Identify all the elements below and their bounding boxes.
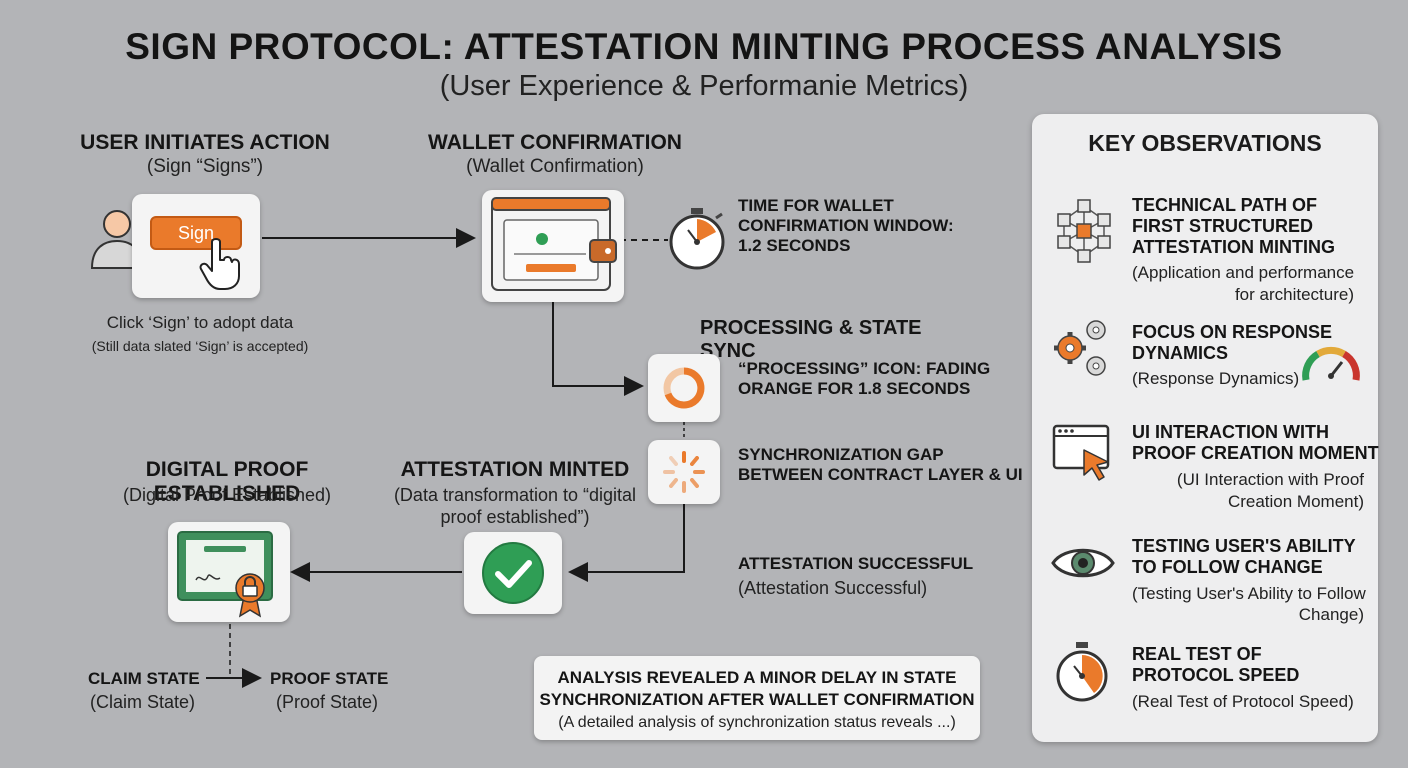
processing-note-line1: “PROCESSING” ICON: FADING — [738, 359, 991, 378]
user-action-caption: Click ‘Sign’ to adopt data — [106, 313, 294, 332]
arrow-sync-to-minted — [568, 504, 685, 582]
obs2-h1: FOCUS ON RESPONSE — [1132, 322, 1333, 342]
obs1-h3: ATTESTATION MINTING — [1132, 237, 1335, 257]
timer-note-line2: CONFIRMATION WINDOW: — [738, 216, 954, 235]
sync-gap-line2: BETWEEN CONTRACT LAYER & UI — [738, 465, 1023, 484]
obs4-s1: (Testing User's Ability to Follow — [1132, 584, 1366, 603]
note-line2: SYNCHRONIZATION AFTER WALLET CONFIRMATIO… — [539, 690, 975, 709]
arrow-wallet-to-processing — [552, 302, 644, 396]
note-line3: (A detailed analysis of synchronization … — [558, 714, 956, 731]
obs1-s2: for architecture) — [1234, 285, 1354, 304]
claim-state-heading: CLAIM STATE — [88, 669, 200, 688]
note-line1: ANALYSIS REVEALED A MINOR DELAY IN STATE — [557, 668, 957, 687]
sync-card — [648, 440, 720, 504]
obs2-h2: DYNAMICS — [1132, 343, 1229, 363]
obs3-s2: Creation Moment) — [1227, 492, 1364, 511]
processing-ring-icon — [663, 367, 705, 409]
obs2-s1: (Response Dynamics) — [1132, 369, 1300, 388]
minted-sub-line2: proof established”) — [440, 507, 590, 527]
obs3-h2: PROOF CREATION MOMENT — [1132, 443, 1379, 463]
minted-heading: ATTESTATION MINTED — [400, 458, 630, 481]
obs5-h2: PROTOCOL SPEED — [1132, 665, 1300, 685]
stopwatch-icon — [1056, 642, 1108, 702]
processing-card — [648, 354, 720, 422]
obs4-h2: TO FOLLOW CHANGE — [1132, 557, 1323, 577]
obs3-s1: (UI Interaction with Proof — [1176, 470, 1364, 489]
observations-title: KEY OBSERVATIONS — [1088, 130, 1322, 156]
wallet-sub: (Wallet Confirmation) — [466, 156, 644, 177]
obs1-h1: TECHNICAL PATH OF — [1132, 195, 1317, 215]
loading-spinner-icon — [663, 451, 705, 493]
network-cubes-icon — [1057, 199, 1111, 263]
sign-button[interactable]: Sign — [150, 216, 242, 250]
proof-heading: DIGITAL PROOF ESTABLISHED — [145, 458, 309, 505]
success-sub: (Attestation Successful) — [738, 578, 928, 598]
obs4-s2: Change) — [1298, 605, 1364, 624]
timer-note-line3: 1.2 SECONDS — [738, 236, 851, 255]
wallet-heading: WALLET CONFIRMATION — [428, 131, 682, 154]
proof-state-heading: PROOF STATE — [270, 669, 389, 688]
hand-pointer-icon — [199, 238, 240, 290]
page-title: SIGN PROTOCOL: ATTESTATION MINTING PROCE… — [125, 26, 1283, 67]
proof-sub: (Digital Proof Established) — [122, 485, 332, 505]
user-action-heading: USER INITIATES ACTION — [80, 131, 330, 154]
page-subtitle: (User Experience & Performanie Metrics) — [439, 70, 969, 102]
eye-icon — [1051, 548, 1115, 578]
obs1-h2: FIRST STRUCTURED — [1132, 216, 1313, 236]
checkmark-circle-icon — [482, 542, 544, 604]
browser-cursor-icon — [1052, 424, 1110, 481]
success-heading: ATTESTATION SUCCESSFUL — [738, 554, 974, 573]
processing-note-line2: ORANGE FOR 1.8 SECONDS — [738, 379, 971, 398]
timer-note-line1: TIME FOR WALLET — [738, 196, 894, 215]
claim-state-sub: (Claim State) — [90, 692, 196, 712]
proof-state-sub: (Proof State) — [276, 692, 379, 712]
user-action-sub: (Sign “Signs”) — [146, 156, 264, 177]
stopwatch-timer-icon — [669, 208, 725, 270]
sync-gap-line1: SYNCHRONIZATION GAP — [738, 445, 944, 464]
processing-heading: PROCESSING & STATE SYNC — [700, 317, 922, 362]
obs3-h1: UI INTERACTION WITH — [1132, 422, 1329, 442]
obs5-h1: REAL TEST OF — [1132, 644, 1262, 664]
minted-sub-line1: (Data transformation to “digital — [393, 485, 637, 505]
gears-icon — [1054, 320, 1106, 376]
certificate-lock-icon — [177, 531, 273, 618]
gauge-speedometer-icon — [1302, 346, 1360, 381]
obs1-s1: (Application and performance — [1132, 263, 1355, 282]
wallet-window-icon — [491, 197, 617, 291]
user-action-caption-sub: (Still data slated ‘Sign’ is accepted) — [91, 338, 309, 354]
analysis-note-box — [534, 656, 980, 740]
obs5-s1: (Real Test of Protocol Speed) — [1132, 692, 1354, 711]
obs4-h1: TESTING USER'S ABILITY — [1132, 536, 1356, 556]
